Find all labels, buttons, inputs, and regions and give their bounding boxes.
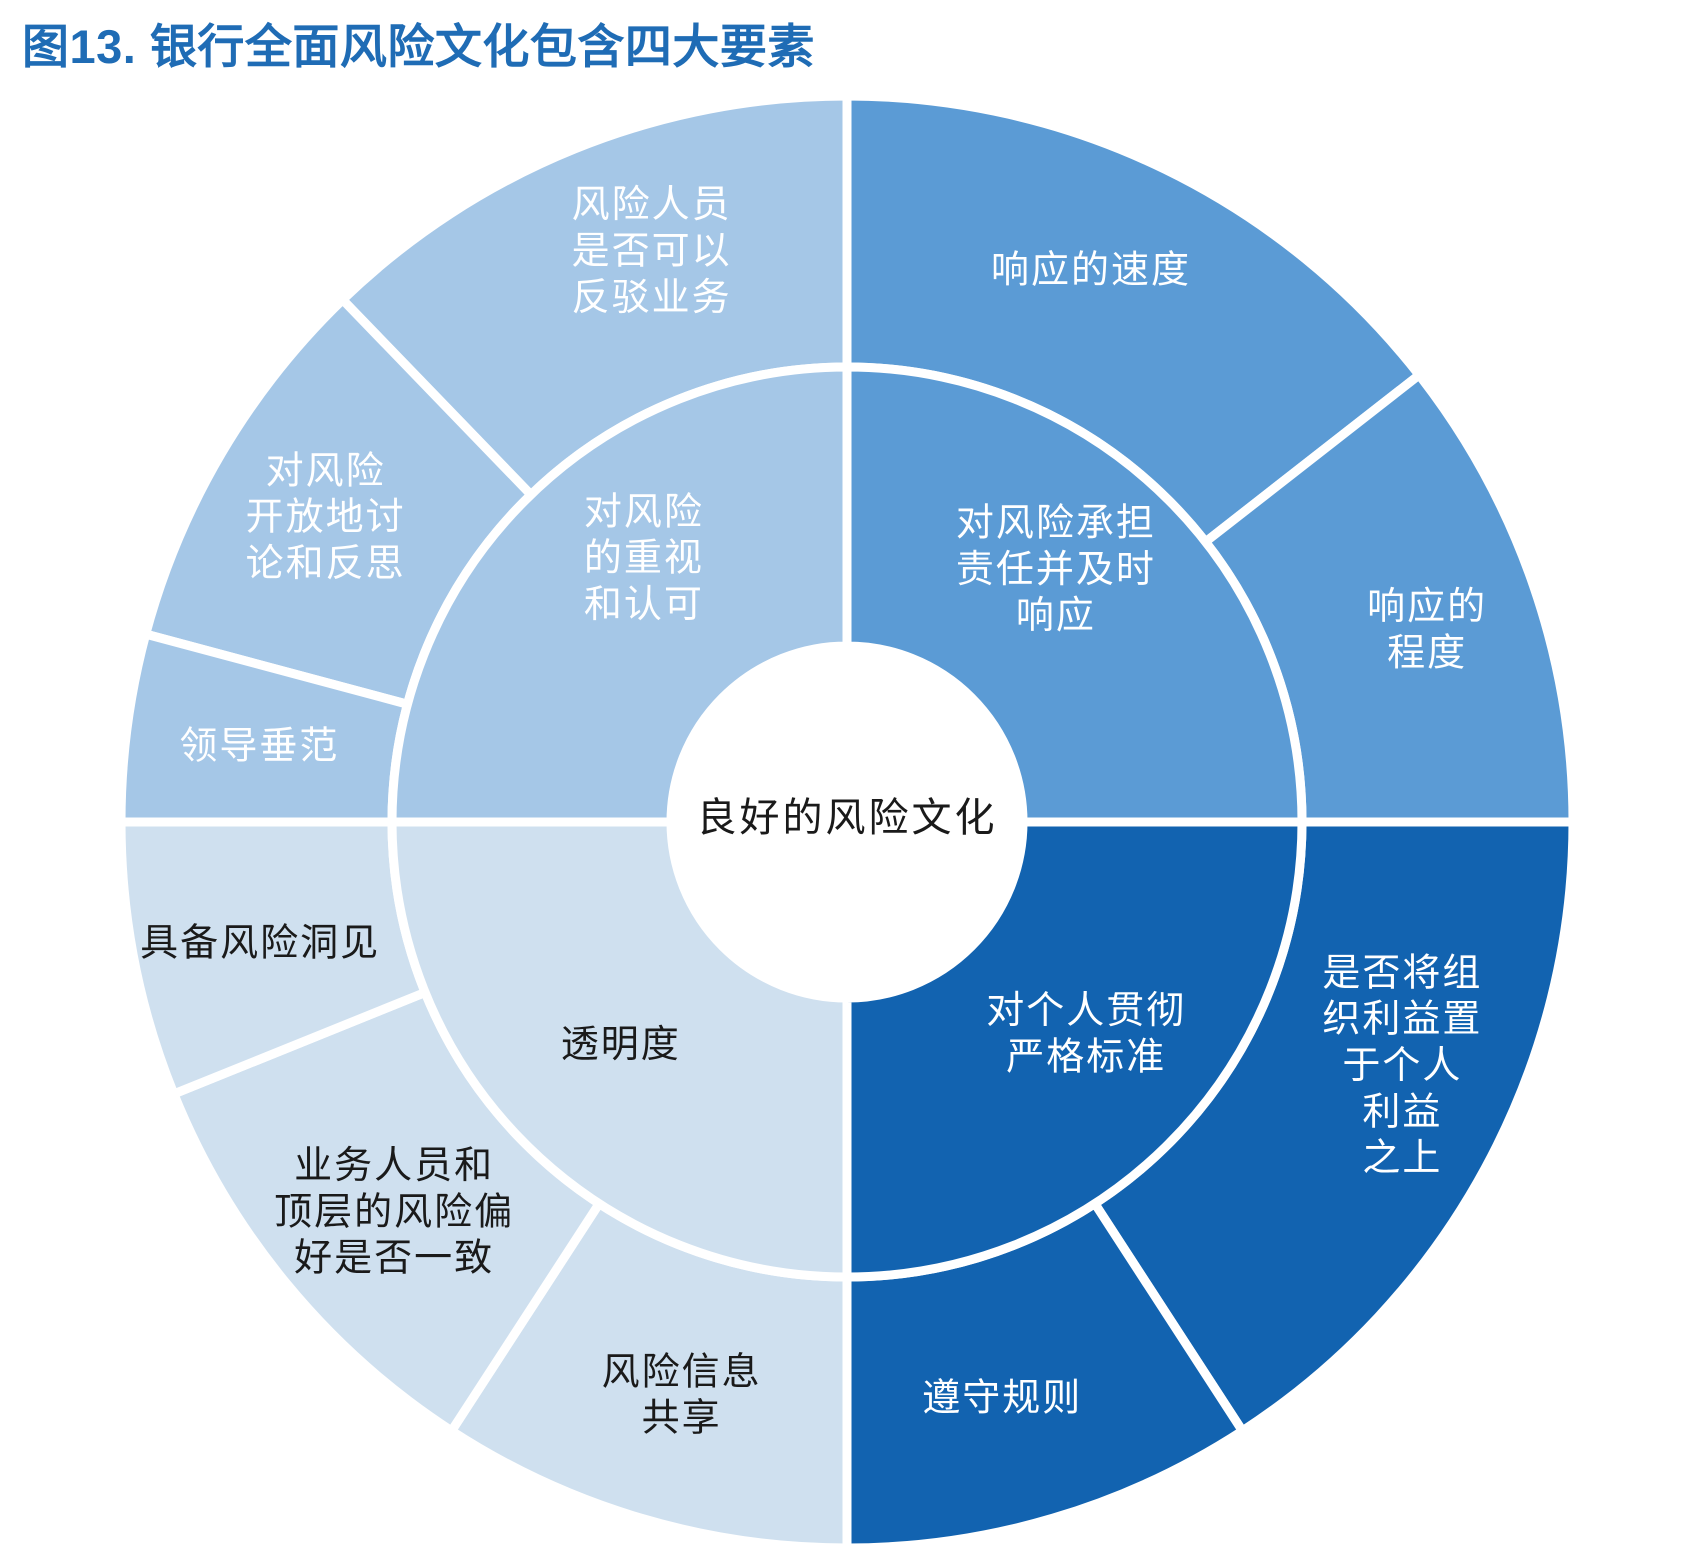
- center-label: 良好的风险文化: [697, 795, 998, 840]
- center-disc: [671, 646, 1023, 998]
- inner-segment-label-line: 严格标准: [1006, 1036, 1166, 1078]
- outer-segment-label-follow-rules: 遵守规则: [922, 1377, 1082, 1419]
- outer-segment-label-line: 程度: [1387, 632, 1467, 674]
- page-title: 图13. 银行全面风险文化包含四大要素: [22, 20, 815, 73]
- sunburst-chart: 对风险承担责任并及时响应 对风险的重视和认可透明度 对个人贯彻严格标准 响应的速度响应…: [0, 96, 1694, 1548]
- outer-segment-label-risk-insight: 具备风险洞见: [140, 922, 380, 964]
- inner-segment-label-line: 和认可: [584, 584, 704, 626]
- outer-segment-label-line: 论和反思: [246, 543, 406, 585]
- outer-segment-label-line: 开放地讨: [246, 497, 406, 539]
- outer-segment-label-line: 遵守规则: [922, 1377, 1082, 1419]
- outer-segment-label-line: 风险人员: [572, 184, 732, 226]
- outer-segment-label-line: 对风险: [266, 450, 386, 492]
- inner-segment-label-line: 对风险承担: [956, 502, 1156, 544]
- outer-segment-label-line: 利益: [1362, 1091, 1442, 1133]
- outer-segment-label-speed-of-response: 响应的速度: [991, 250, 1191, 292]
- inner-segment-label-line: 透明度: [561, 1024, 681, 1066]
- outer-segment-label-lead-by-example: 领导垂范: [179, 726, 339, 768]
- outer-segment-label-line: 是否可以: [572, 230, 732, 272]
- outer-segment-label-line: 之上: [1362, 1138, 1442, 1180]
- inner-segment-label-line: 对风险: [584, 491, 704, 533]
- inner-segment-label-transparency: 透明度: [561, 1024, 681, 1066]
- outer-segment-label-line: 响应的: [1367, 586, 1487, 628]
- inner-segment-label-line: 响应: [1016, 595, 1096, 637]
- outer-segment-label-line: 反驳业务: [572, 277, 732, 319]
- inner-segment-label-line: 责任并及时: [956, 549, 1156, 591]
- outer-segment-label-line: 领导垂范: [179, 726, 339, 768]
- outer-segment-label-line: 好是否一致: [294, 1238, 494, 1280]
- outer-segment-label-line: 是否将组: [1322, 952, 1482, 994]
- outer-segment-label-line: 响应的速度: [991, 250, 1191, 292]
- outer-segment-label-line: 业务人员和: [294, 1145, 494, 1187]
- outer-segment-label-line: 具备风险洞见: [140, 922, 380, 964]
- outer-segment-label-line: 织利益置: [1322, 999, 1482, 1041]
- outer-segment-label-line: 风险信息: [602, 1351, 762, 1393]
- inner-segment-label-line: 的重视: [584, 538, 704, 580]
- outer-segment-label-line: 顶层的风险偏: [274, 1191, 514, 1233]
- inner-segment-label-line: 对个人贯彻: [986, 990, 1186, 1032]
- outer-segment-label-line: 共享: [642, 1398, 722, 1440]
- outer-segment-label-line: 于个人: [1342, 1045, 1462, 1087]
